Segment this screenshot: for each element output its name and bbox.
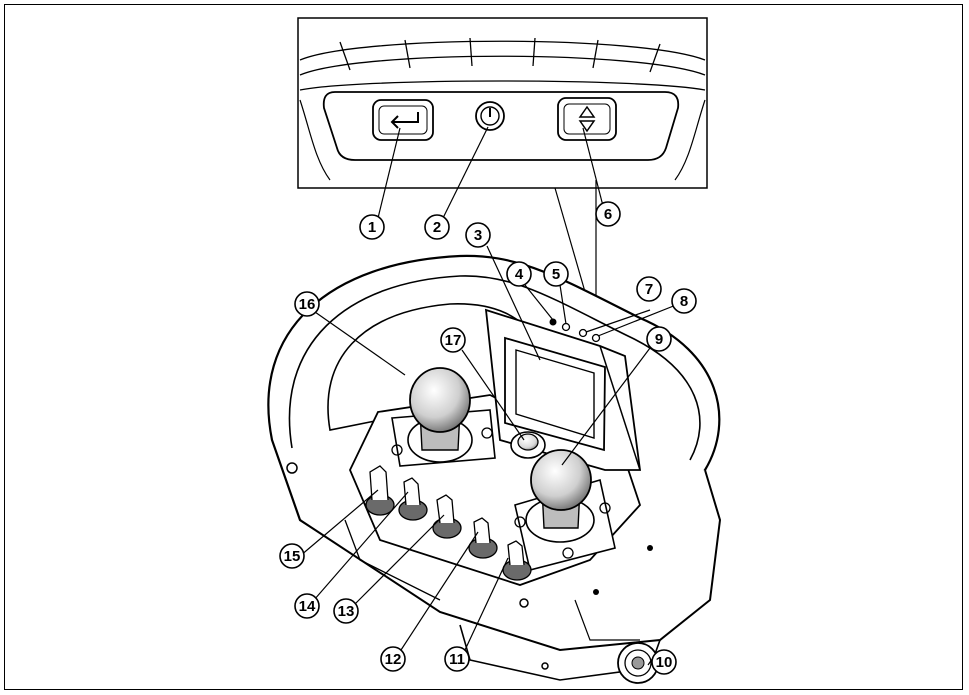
callout-label: 9	[655, 331, 663, 348]
callout-label: 10	[656, 654, 673, 671]
emergency-stop-button[interactable]	[617, 642, 659, 684]
enter-icon	[390, 112, 419, 129]
callout-14: 14	[294, 593, 320, 619]
callout-circle	[506, 261, 532, 287]
callout-7: 7	[636, 276, 662, 302]
callout-circle	[333, 598, 359, 624]
callout-label: 1	[368, 219, 376, 236]
callout-label: 5	[552, 266, 560, 283]
callout-circle	[651, 649, 677, 675]
enter-button[interactable]	[372, 99, 434, 141]
callout-circle	[636, 276, 662, 302]
callout-circle	[646, 326, 672, 352]
callout-17: 17	[440, 327, 466, 353]
callout-4: 4	[506, 261, 532, 287]
led-indicator-d	[591, 333, 601, 343]
callout-label: 2	[433, 219, 441, 236]
callout-10: 10	[651, 649, 677, 675]
toggle-switch-4[interactable]	[468, 517, 498, 559]
led-indicator-b	[561, 322, 571, 332]
callout-6: 6	[595, 201, 621, 227]
toggle-switch-3[interactable]	[432, 494, 462, 539]
center-knob[interactable]	[510, 431, 546, 459]
callout-8: 8	[671, 288, 697, 314]
callout-5: 5	[543, 261, 569, 287]
callout-label: 11	[449, 651, 465, 668]
leader-lines	[299, 126, 677, 666]
callout-label: 13	[338, 603, 355, 620]
callout-15: 15	[279, 543, 305, 569]
callout-13: 13	[333, 598, 359, 624]
figure-frame	[4, 4, 963, 690]
callout-label: 17	[445, 332, 462, 349]
up-down-button[interactable]	[557, 97, 617, 141]
callout-circle	[671, 288, 697, 314]
callout-circle	[359, 214, 385, 240]
callout-circle	[294, 291, 320, 317]
callout-circle	[440, 327, 466, 353]
right-joystick[interactable]	[514, 449, 616, 571]
display-housing	[0, 0, 642, 471]
callout-label: 8	[680, 293, 688, 310]
toggle-switch-2[interactable]	[398, 477, 428, 521]
led-indicator-a	[549, 318, 557, 326]
up-arrow-icon	[578, 105, 596, 118]
callout-circle	[444, 646, 470, 672]
callout-1: 1	[359, 214, 385, 240]
callout-circle	[424, 214, 450, 240]
left-joystick[interactable]	[391, 367, 496, 467]
toggle-switch-1[interactable]	[365, 465, 395, 516]
callout-label: 6	[604, 206, 612, 223]
callout-label: 12	[385, 651, 402, 668]
callout-2: 2	[424, 214, 450, 240]
toggle-switch-5[interactable]	[502, 540, 532, 581]
callout-circle	[465, 222, 491, 248]
callout-9: 9	[646, 326, 672, 352]
callout-3: 3	[465, 222, 491, 248]
grip-ribs	[299, 37, 706, 91]
callout-circle	[294, 593, 320, 619]
callout-label: 15	[284, 548, 301, 565]
down-arrow-icon	[578, 120, 596, 133]
callout-label: 7	[645, 281, 653, 298]
callout-11: 11	[444, 646, 470, 672]
led-indicator-c	[578, 328, 588, 338]
callout-circle	[380, 646, 406, 672]
power-button[interactable]	[475, 101, 505, 131]
callout-circle	[279, 543, 305, 569]
callout-label: 3	[474, 227, 482, 244]
callout-label: 14	[299, 598, 316, 615]
callout-circle	[543, 261, 569, 287]
callout-circle	[595, 201, 621, 227]
callout-label: 4	[515, 266, 524, 283]
display-screen	[0, 0, 1, 1]
callout-16: 16	[294, 291, 320, 317]
callout-12: 12	[380, 646, 406, 672]
callout-label: 16	[299, 296, 316, 313]
remote-control-device	[0, 0, 722, 684]
detail-inset	[297, 17, 708, 317]
